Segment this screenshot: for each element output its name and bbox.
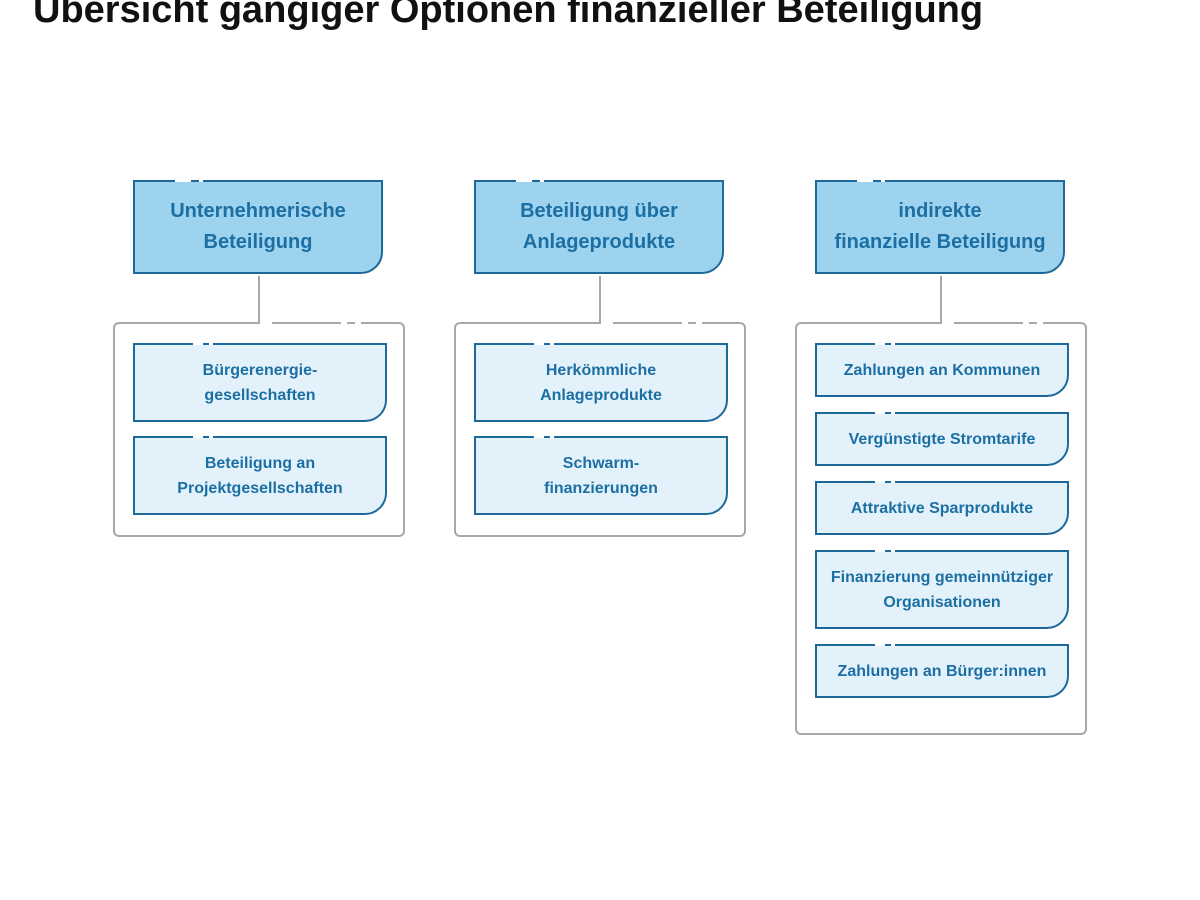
option-zahlungen-an-buergerinnen: Zahlungen an Bürger:innen bbox=[815, 644, 1069, 698]
category-header-indirekte-finanzielle-beteiligung: indirekte finanzielle Beteiligung bbox=[815, 180, 1065, 274]
header-line: finanzielle Beteiligung bbox=[834, 231, 1046, 253]
connector-line bbox=[258, 276, 260, 322]
option-line: Zahlungen an Bürger:innen bbox=[837, 662, 1047, 680]
header-line: indirekte bbox=[898, 200, 982, 222]
option-line: Attraktive Sparprodukte bbox=[850, 499, 1034, 517]
option-line: Projektgesellschaften bbox=[177, 479, 343, 497]
option-finanzierung-gemeinnuetziger-organisationen: Finanzierung gemeinnütziger Organisation… bbox=[815, 550, 1069, 629]
option-line: Beteiligung an bbox=[204, 454, 316, 472]
header-line: Beteiligung bbox=[203, 231, 313, 253]
option-line: Finanzierung gemeinnütziger bbox=[830, 568, 1054, 586]
option-line: Schwarm- bbox=[562, 454, 640, 472]
option-schwarmfinanzierungen: Schwarm- finanzierungen bbox=[474, 436, 728, 515]
options-group: Herkömmliche Anlageprodukte Schwarm- fin… bbox=[454, 322, 746, 537]
option-line: Herkömmliche bbox=[545, 361, 657, 379]
option-line: gesellschaften bbox=[204, 386, 316, 404]
option-line: Vergünstigte Stromtarife bbox=[848, 430, 1036, 448]
page-title: Übersicht gängiger Optionen finanzieller… bbox=[33, 0, 984, 31]
header-line: Unternehmerische bbox=[170, 200, 346, 222]
connector-line bbox=[599, 276, 601, 322]
connector-line bbox=[940, 276, 942, 322]
header-line: Anlageprodukte bbox=[522, 231, 676, 253]
category-header-beteiligung-ueber-anlageprodukte: Beteiligung über Anlageprodukte bbox=[474, 180, 724, 274]
option-line: Zahlungen an Kommunen bbox=[843, 361, 1041, 379]
option-line: Anlageprodukte bbox=[540, 386, 662, 404]
option-buergerenergiegesellschaften: Bürgerenergie- gesellschaften bbox=[133, 343, 387, 422]
options-group: Zahlungen an Kommunen Vergünstigte Strom… bbox=[795, 322, 1087, 735]
category-header-unternehmerische-beteiligung: Unternehmerische Beteiligung bbox=[133, 180, 383, 274]
option-line: Organisationen bbox=[883, 593, 1001, 611]
option-beteiligung-an-projektgesellschaften: Beteiligung an Projektgesellschaften bbox=[133, 436, 387, 515]
option-verguenstigte-stromtarife: Vergünstigte Stromtarife bbox=[815, 412, 1069, 466]
option-line: Bürgerenergie- bbox=[202, 361, 318, 379]
header-line: Beteiligung über bbox=[520, 200, 678, 222]
option-herkoemmliche-anlageprodukte: Herkömmliche Anlageprodukte bbox=[474, 343, 728, 422]
option-zahlungen-an-kommunen: Zahlungen an Kommunen bbox=[815, 343, 1069, 397]
option-line: finanzierungen bbox=[544, 479, 658, 497]
option-attraktive-sparprodukte: Attraktive Sparprodukte bbox=[815, 481, 1069, 535]
options-group: Bürgerenergie- gesellschaften Beteiligun… bbox=[113, 322, 405, 537]
